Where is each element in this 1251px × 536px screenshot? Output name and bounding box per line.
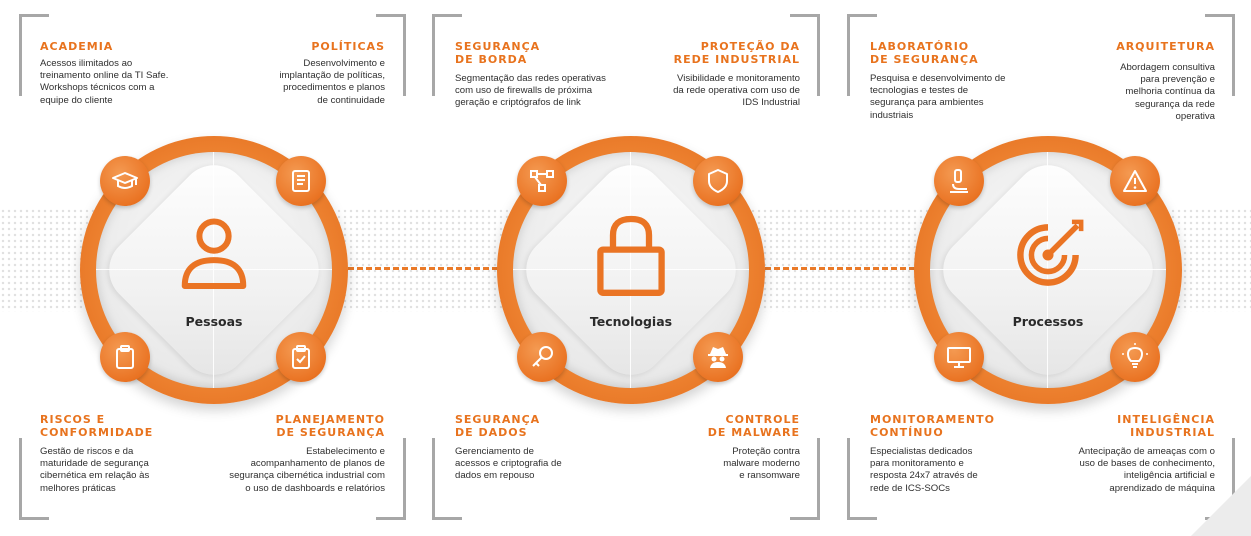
spy-icon [693,332,743,382]
laboratorio-title: LABORATÓRIO DE SEGURANÇA [870,40,979,66]
warning-icon [1110,156,1160,206]
person-icon [164,210,264,300]
circle-label-pessoas: Pessoas [185,314,243,329]
key-icon [517,332,567,382]
laboratorio-text: Pesquisa e desenvolvimento de tecnologia… [870,73,1006,121]
planejamento-text: Estabelecimento e acompanhamento de plan… [229,446,385,494]
book-icon [276,156,326,206]
arquitetura-text: Abordagem consultiva para prevenção e me… [1120,62,1215,122]
protecao-text: Visibilidade e monitoramento da rede ope… [673,73,800,109]
seg-borda-text: Segmentação das redes operativas com uso… [455,73,606,109]
seg-borda-title: SEGURANÇA DE BORDA [455,40,541,66]
seg-dados-title: SEGURANÇA DE DADOS [455,413,541,439]
planejamento-title: PLANEJAMENTO DE SEGURANÇA [275,413,385,439]
politicas-title: POLÍTICAS [311,40,385,53]
monitoramento-title: MONITORAMENTO CONTÍNUO [870,413,995,439]
riscos-title: RISCOS E CONFORMIDADE [40,413,154,439]
connector-1 [348,267,498,270]
academia-text: Acessos ilimitados ao treinamento online… [40,58,169,106]
frame-bottom-left-right [376,438,406,520]
network-nodes-icon [517,156,567,206]
frame-bottom-left [19,438,49,520]
protecao-title: PROTEÇÃO DA REDE INDUSTRIAL [673,40,800,66]
frame-top-mid [432,14,462,96]
frame-top-right [847,14,877,96]
target-icon [998,210,1098,300]
arquitetura-title: ARQUITETURA [1116,40,1215,53]
frame-bottom-right [847,438,877,520]
monitoramento-text: Especialistas dedicados para monitoramen… [870,446,978,494]
circle-pessoas: Pessoas [80,136,348,404]
clipboard-check-icon [276,332,326,382]
shield-icon [693,156,743,206]
microscope-icon [934,156,984,206]
frame-top-mid-right [790,14,820,96]
malware-text: Proteção contra malware moderno e ransom… [723,446,800,482]
circle-label-processos: Processos [1012,314,1084,329]
circle-label-tecnologias: Tecnologias [589,314,673,329]
frame-bottom-mid [432,438,462,520]
padlock-icon [581,210,681,300]
connector-2 [765,267,915,270]
malware-title: CONTROLE DE MALWARE [707,413,800,439]
riscos-text: Gestão de riscos e da maturidade de segu… [40,446,150,494]
clipboard-icon [100,332,150,382]
inteligencia-text: Antecipação de ameaças com o uso de base… [1078,446,1215,494]
circle-processos: Processos [914,136,1182,404]
monitor-icon [934,332,984,382]
corner-decoration [1191,476,1251,536]
academia-title: ACADEMIA [40,40,114,53]
seg-dados-text: Gerenciamento de acessos e criptografia … [455,446,562,482]
frame-top-left [19,14,49,96]
frame-top-left-right [376,14,406,96]
frame-top-right-right [1205,14,1235,96]
graduation-cap-icon [100,156,150,206]
frame-bottom-mid-right [790,438,820,520]
circle-tecnologias: Tecnologias [497,136,765,404]
lightbulb-icon [1110,332,1160,382]
inteligencia-title: INTELIGÊNCIA INDUSTRIAL [1117,413,1215,439]
politicas-text: Desenvolvimento e implantação de polític… [279,58,385,106]
